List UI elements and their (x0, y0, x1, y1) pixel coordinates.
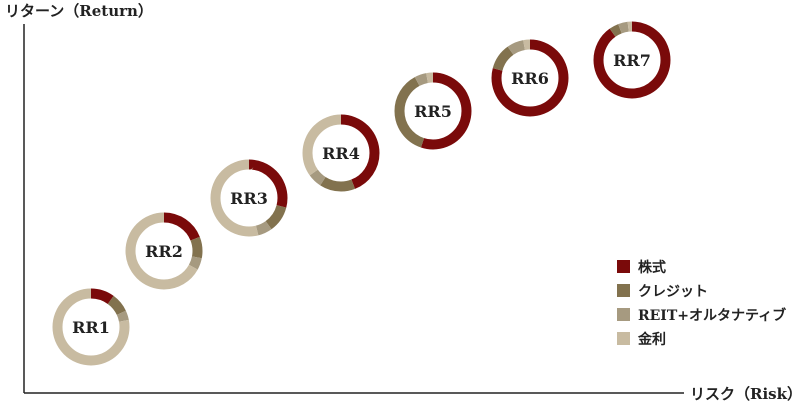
donut-segment-rr4-4 (302, 114, 380, 192)
y-axis-title: リターン（Return） (5, 2, 153, 20)
legend-label: クレジット (638, 284, 708, 300)
donut-label: RR2 (145, 242, 183, 261)
legend-swatch (617, 284, 630, 297)
donut-label: RR3 (230, 189, 268, 208)
donut-label: RR5 (414, 102, 452, 121)
donut-segment-rr2-2 (125, 212, 203, 290)
donut-rr2: RR2 (125, 212, 203, 290)
donut-rr6: RR6 (491, 39, 569, 117)
donut-segment-rr5-2 (394, 72, 472, 150)
donut-segment-rr3-4 (210, 159, 288, 237)
donut-rr4: RR4 (302, 114, 380, 192)
donut-label: RR6 (511, 69, 549, 88)
x-axis-title: リスク（Risk） (690, 385, 800, 403)
donut-rr1: RR1 (52, 288, 130, 366)
donut-label: RR7 (613, 51, 651, 70)
donut-segment-rr4-2 (302, 114, 380, 192)
legend-label: 金利 (637, 331, 666, 348)
legend-label: 株式 (638, 259, 666, 276)
donut-rr5: RR5 (394, 72, 472, 150)
donut-label: RR4 (322, 144, 360, 163)
donut-segment-rr7-4 (593, 21, 671, 99)
donut-label: RR1 (72, 318, 110, 337)
legend-swatch (617, 332, 630, 345)
legend-swatch (617, 260, 630, 273)
donut-segment-rr5-4 (394, 72, 472, 150)
donut-segment-rr6-4 (491, 39, 569, 117)
portfolio-donuts: RR1 RR2 RR3 RR4 RR5 RR6 RR7 (52, 21, 671, 366)
legend-swatch (617, 308, 630, 321)
donut-rr7: RR7 (593, 21, 671, 99)
donut-segment-rr2-4 (125, 212, 203, 290)
legend-label: REIT+オルタナティブ (638, 307, 786, 324)
donut-segment-rr1-4 (52, 288, 130, 366)
donut-rr3: RR3 (210, 159, 288, 237)
